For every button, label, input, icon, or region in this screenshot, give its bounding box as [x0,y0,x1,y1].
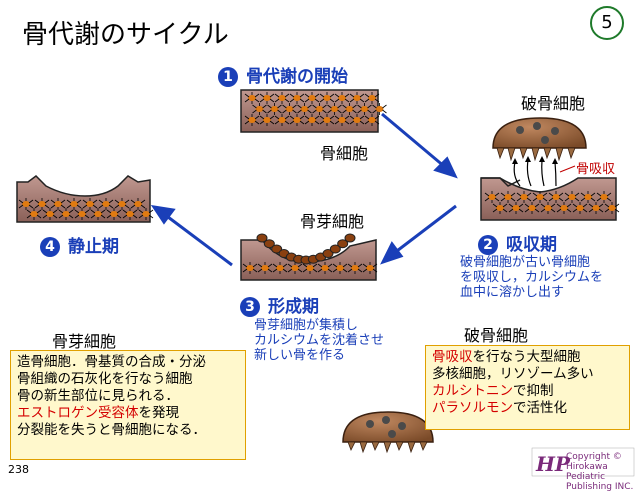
osteoblast-info-box: 造骨細胞．骨基質の合成・分泌 骨組織の石灰化を行なう細胞 骨の新生部位に見られる… [10,350,246,460]
step-4-number: 4 [40,237,60,257]
step-1-number: 1 [218,67,238,87]
osteoclast-line: 多核細胞，リソゾーム多い [432,366,594,382]
publisher-copyright: Copyright © Hirokawa Pediatric Publishin… [566,452,634,492]
osteoclast-illustration [492,117,587,162]
osteoclast-info-box: 骨吸収を行なう大型細胞 多核細胞，リソゾーム多い カルシトニンで抑制 パラソルモ… [425,345,630,430]
resorption-note: 骨吸収 [576,162,616,177]
osteoclast-small-illustration [342,411,434,454]
osteoblast-label: 骨芽細胞 [300,212,365,231]
cycle-arrows [150,112,458,267]
bone-block-resorption [480,156,620,221]
osteoblast-line: 骨の新生部位に見られる． [17,388,179,404]
osteoblast-line: エストロゲン受容体を発現 [17,405,179,421]
publisher-logo: HP [531,447,635,477]
bone-block-start [240,89,387,133]
resorption-arrows [513,159,557,187]
step-2-number: 2 [478,235,498,255]
osteoblast-cell [337,239,349,249]
osteoblast-box-heading: 骨芽細胞 [52,332,117,351]
step-3-number: 3 [240,297,260,317]
bone-block-resting [16,175,154,223]
osteoclast-line: パラソルモンで活性化 [432,400,567,416]
page-number: 238 [8,463,29,476]
page-title: 骨代謝のサイクル [22,20,229,50]
osteoblast-cell [271,244,283,254]
osteoblast-cell [344,233,356,243]
osteoclast-line: 骨吸収を行なう大型細胞 [432,349,581,365]
osteoclast-line: カルシトニンで抑制 [432,383,554,399]
bone-block-formation [240,233,378,281]
slide-number-badge: 5 [590,6,624,40]
osteoclast-label: 破骨細胞 [521,94,586,113]
osteoblast-line: 造骨細胞．骨基質の合成・分泌 [17,354,206,370]
bone-cell-label: 骨細胞 [320,144,369,163]
osteoclast-box-heading: 破骨細胞 [464,326,529,345]
osteoblast-layer [256,233,356,265]
osteoblast-cell [256,233,268,243]
osteoblast-cell [322,249,334,259]
resorption-description: 破骨細胞が古い骨細胞 を吸収し，カルシウムを 血中に溶かし出す [460,255,604,300]
formation-description: 骨芽細胞が集積し カルシウムを沈着させ 新しい骨を作る [254,318,385,363]
osteoblast-line: 分裂能を失うと骨細胞になる． [17,422,206,438]
osteoblast-cell [263,239,275,249]
osteoblast-cell [329,244,341,254]
logo-mark: HP [535,452,571,476]
osteoblast-line: 骨組織の石灰化を行なう細胞 [17,371,193,387]
bone-cycle-diagram: HP [16,89,635,477]
